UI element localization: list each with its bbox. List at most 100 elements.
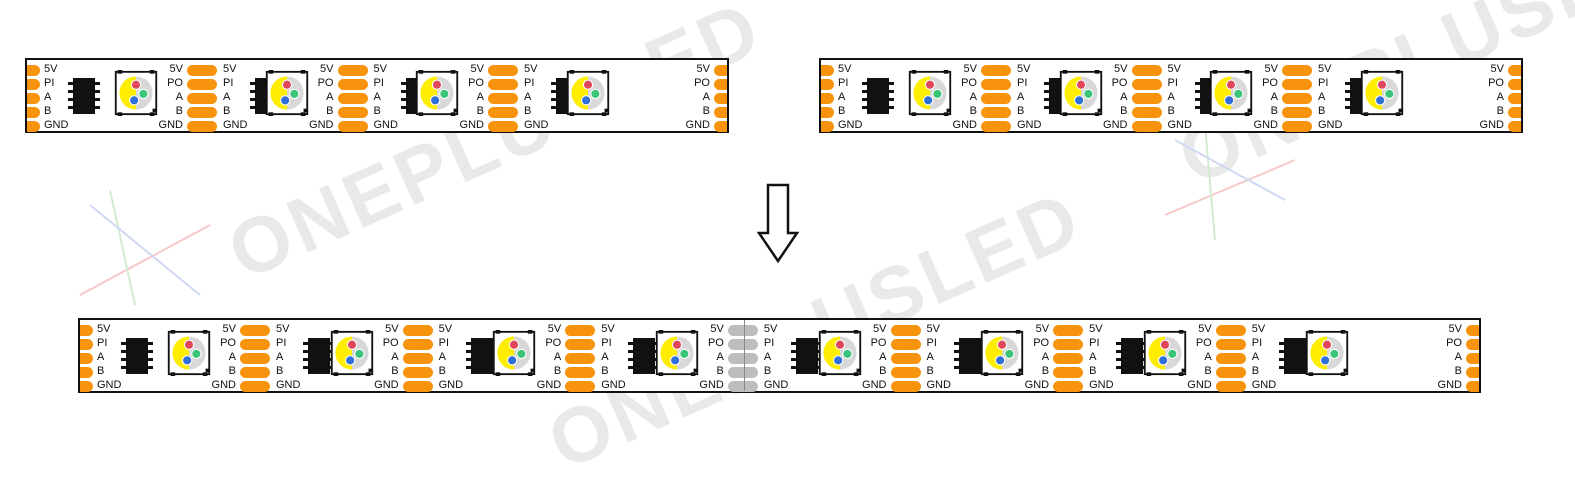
solder-pad	[890, 353, 921, 364]
solder-pad	[565, 367, 596, 378]
pad-label: GND	[1089, 379, 1114, 391]
solder-pad	[337, 65, 368, 76]
solder-pad	[981, 121, 1011, 132]
solder-pad	[27, 79, 40, 90]
pad-label: A	[1454, 351, 1462, 363]
solder-pad	[240, 325, 270, 336]
pad-label: B	[1454, 365, 1462, 377]
pad-label: GND	[158, 119, 183, 131]
pad-label: 5V	[169, 63, 183, 75]
pad-label: A	[175, 91, 183, 103]
pad-label: GND	[1251, 379, 1277, 391]
pad-label: B	[838, 105, 846, 117]
pad-label: PI	[524, 77, 535, 89]
pad-label: PO	[1033, 337, 1050, 349]
pad-label: 5V	[1089, 323, 1103, 335]
pad-label: PO	[870, 337, 887, 349]
pad-label: 5V	[873, 323, 887, 335]
solder-pad	[981, 107, 1011, 118]
pad-label: 5V	[1198, 323, 1212, 335]
pad-label: GND	[838, 119, 863, 131]
pad-label: A	[391, 351, 399, 363]
pad-label: A	[97, 351, 105, 363]
solder-pad	[1215, 381, 1246, 392]
pad-label: A	[1318, 91, 1326, 103]
solder-pad	[240, 367, 270, 378]
solder-pad	[337, 107, 368, 118]
pad-label: 5V	[1035, 323, 1050, 335]
joint-solder-pad	[727, 325, 758, 336]
rgbw-led-icon	[1360, 70, 1403, 116]
pad-label: PI	[373, 77, 384, 89]
pad-label: PO	[317, 77, 334, 89]
pad-label: 5V	[276, 323, 290, 335]
pad-label: PO	[167, 77, 183, 89]
solder-pad	[1131, 79, 1162, 90]
pad-label: B	[1167, 105, 1175, 117]
pad-label: B	[601, 365, 609, 377]
pad-label: A	[553, 351, 562, 363]
solder-pad	[821, 107, 834, 118]
pad-label: B	[373, 105, 381, 117]
pad-label: PI	[1251, 337, 1263, 349]
pad-label: B	[175, 105, 183, 117]
solder-pad	[1466, 339, 1479, 350]
pad-label: GND	[952, 119, 977, 131]
solder-pad	[1131, 65, 1162, 76]
pad-label: A	[1204, 351, 1212, 363]
solder-pad	[1508, 65, 1521, 76]
solder-pad	[565, 353, 596, 364]
pad-label: B	[1496, 105, 1504, 117]
pad-label: PO	[1195, 337, 1212, 349]
pad-label: 5V	[44, 63, 58, 75]
pad-label: 5V	[1114, 63, 1128, 75]
pad-label: A	[223, 91, 231, 103]
solder-pad	[565, 339, 596, 350]
solder-pad	[27, 121, 40, 132]
pad-label: 5V	[438, 323, 453, 335]
pad-label: GND	[601, 379, 626, 391]
pad-label: GND	[97, 379, 122, 391]
pad-label: GND	[1187, 379, 1212, 391]
pad-label: B	[763, 365, 772, 377]
pad-label: GND	[211, 379, 236, 391]
solder-pad	[1466, 325, 1479, 336]
solder-pad	[402, 367, 433, 378]
solder-pad	[80, 367, 93, 378]
rgbw-led-icon	[1059, 70, 1102, 116]
pad-label: A	[763, 351, 772, 363]
pad-label: PO	[1488, 77, 1504, 89]
pad-label: GND	[309, 119, 334, 131]
pad-label: GND	[459, 119, 484, 131]
pad-label: A	[969, 91, 977, 103]
pad-label: A	[926, 351, 934, 363]
watermark-axes-icon	[1164, 124, 1296, 241]
pad-label: PI	[1318, 77, 1329, 89]
pad-label: GND	[524, 119, 549, 131]
rgbw-led-icon	[493, 330, 536, 376]
pad-label: GND	[276, 379, 301, 391]
rgbw-led-icon	[1306, 330, 1349, 376]
solder-pad	[1466, 381, 1479, 392]
pad-label: A	[228, 351, 236, 363]
watermark-axes-icon	[79, 189, 211, 306]
solder-pad	[488, 121, 518, 132]
pad-label: B	[702, 105, 710, 117]
pad-label: 5V	[223, 63, 237, 75]
solder-pad	[981, 93, 1011, 104]
solder-pad	[402, 353, 433, 364]
pad-label: A	[838, 91, 846, 103]
rgbw-led-icon	[114, 70, 158, 116]
solder-pad	[488, 65, 518, 76]
pad-label: GND	[1024, 379, 1050, 391]
solder-pad	[187, 65, 217, 76]
pad-label: GND	[44, 119, 69, 131]
pad-label: GND	[862, 379, 887, 391]
rgbw-led-icon	[1143, 330, 1186, 376]
solder-pad	[1053, 381, 1084, 392]
pad-label: GND	[1253, 119, 1278, 131]
solder-pad	[714, 93, 727, 104]
solder-pad	[1466, 367, 1479, 378]
pad-label: GND	[1103, 119, 1128, 131]
solder-pad	[1215, 339, 1246, 350]
